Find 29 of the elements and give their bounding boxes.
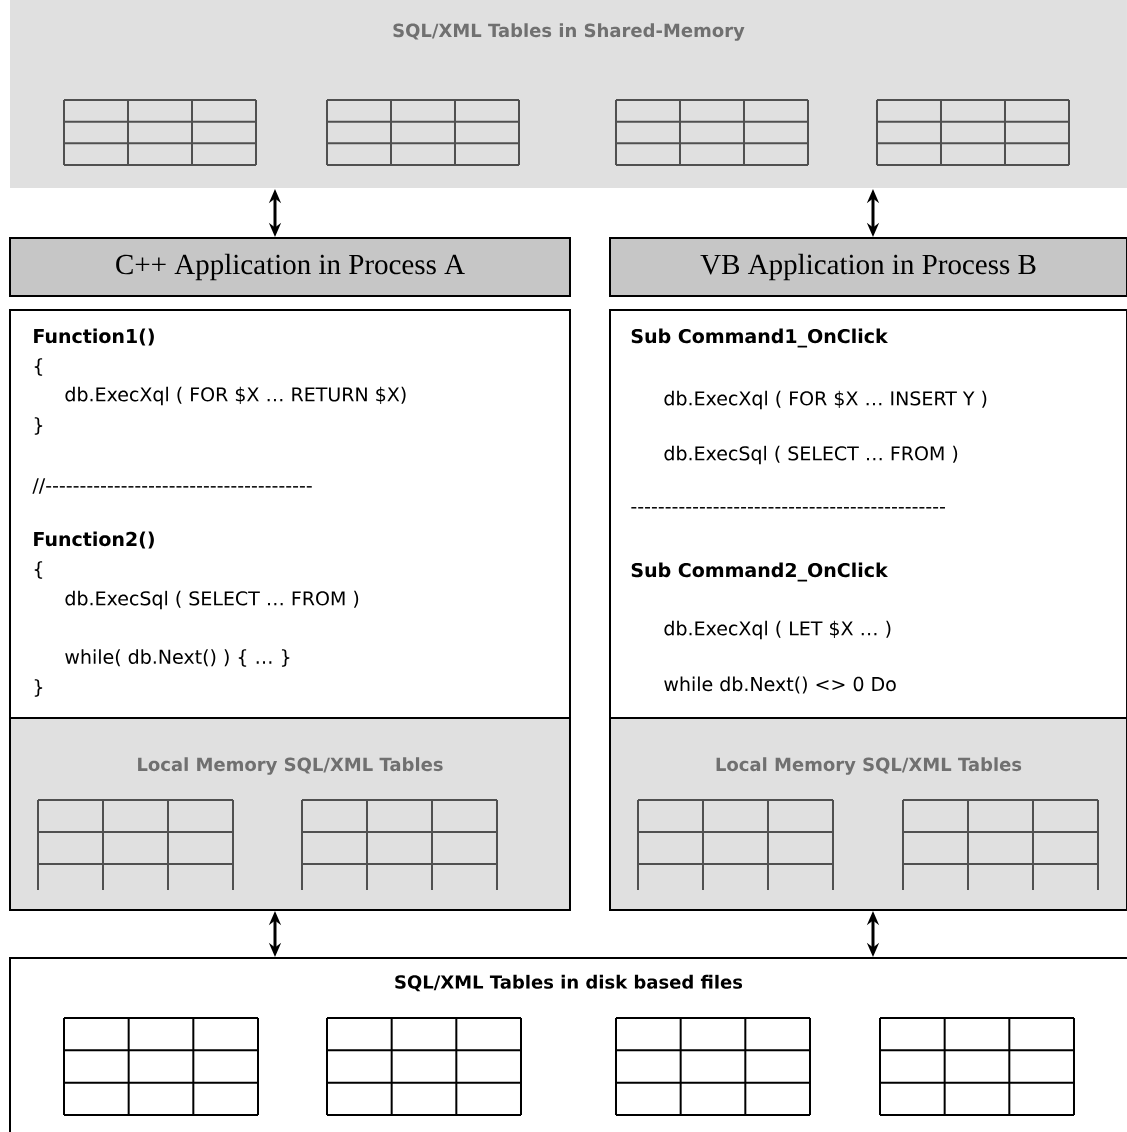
panel-title: Local Memory SQL/XML Tables xyxy=(138,757,443,775)
code-line: db.ExecSql ( SELECT … FROM ) xyxy=(664,445,958,465)
function-heading: Function2() xyxy=(34,531,154,549)
code-line: db.ExecSql ( SELECT … FROM ) xyxy=(65,590,359,610)
function-heading: Function1() xyxy=(34,328,154,346)
code-line: } xyxy=(34,417,43,435)
code-line: } xyxy=(34,679,43,697)
process-header: C++ Application in Process A xyxy=(9,237,571,297)
function-heading: Sub Command1_OnClick xyxy=(631,328,889,348)
code-line: db.ExecXql ( LET $X … ) xyxy=(664,620,891,640)
code-line: db.ExecXql ( FOR $X … RETURN $X) xyxy=(65,386,406,406)
shared-memory-panel xyxy=(10,0,1127,188)
local-memory-panel xyxy=(9,717,571,911)
code-line: //--------------------------------------- xyxy=(32,478,312,494)
code-line: { xyxy=(34,561,43,579)
code-line: { xyxy=(34,358,43,376)
process-header: VB Application in Process B xyxy=(609,237,1127,297)
code-line: while db.Next() <> 0 Do xyxy=(664,676,896,694)
code-line: db.ExecXql ( FOR $X … INSERT Y ) xyxy=(664,390,987,410)
panel-title: SQL/XML Tables in Shared-Memory xyxy=(393,23,745,41)
function-heading: Sub Command2_OnClick xyxy=(631,562,889,582)
code-line: while( db.Next() ) { … } xyxy=(65,649,290,667)
panel-title: Local Memory SQL/XML Tables xyxy=(716,757,1022,775)
disk-files-panel xyxy=(9,957,1127,1132)
local-memory-panel xyxy=(609,717,1127,911)
code-line: ---------------------------------------------- xyxy=(631,507,945,509)
code-panel xyxy=(9,309,571,719)
panel-title: SQL/XML Tables in disk based files xyxy=(395,974,743,992)
code-panel xyxy=(609,309,1127,719)
